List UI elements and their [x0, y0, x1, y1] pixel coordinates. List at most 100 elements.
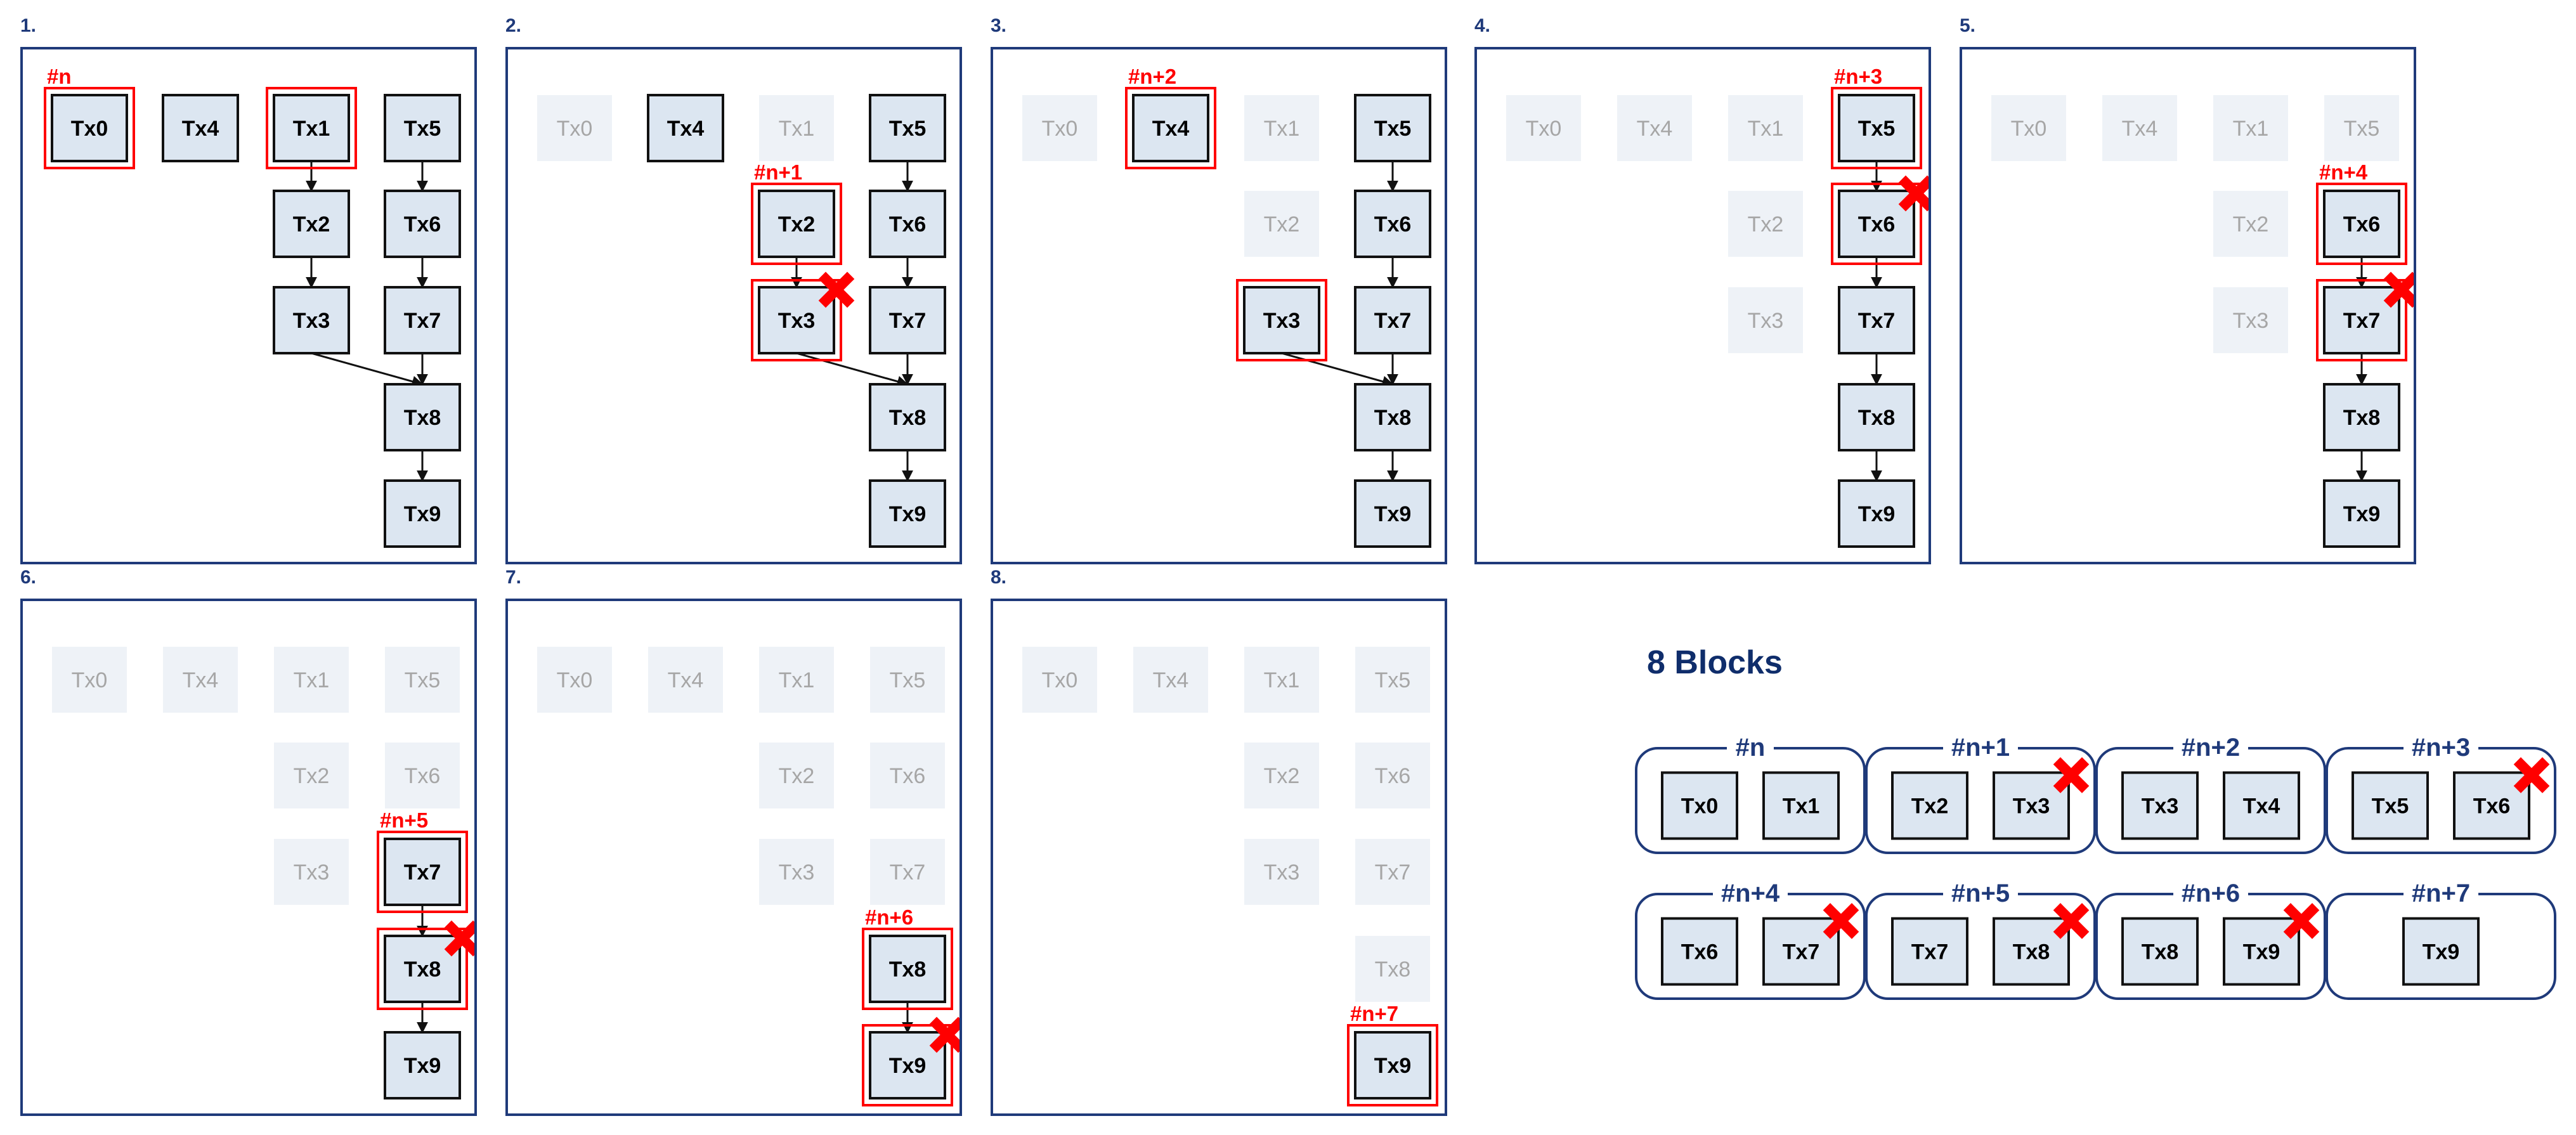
- svg-text:Tx0: Tx0: [72, 668, 108, 692]
- red-x-icon: [929, 1016, 959, 1053]
- block-highlight: [1831, 87, 1922, 169]
- tx-node-faded: Tx7: [1355, 839, 1430, 905]
- svg-text:Tx1: Tx1: [2233, 117, 2269, 141]
- svg-text:Tx7: Tx7: [890, 860, 926, 885]
- tx-node-faded: Tx4: [648, 647, 723, 713]
- svg-text:Tx1: Tx1: [1264, 117, 1300, 141]
- svg-text:Tx6: Tx6: [2473, 794, 2511, 819]
- svg-text:Tx4: Tx4: [668, 668, 704, 692]
- summary-tx-node: Tx7: [1891, 917, 1968, 986]
- dependency-arrow: [311, 352, 424, 387]
- svg-text:Tx6: Tx6: [1858, 212, 1896, 237]
- tx-node: Tx9: [869, 1031, 946, 1099]
- svg-text:Tx1: Tx1: [293, 117, 330, 141]
- tx-node: Tx6: [869, 190, 946, 258]
- summary-tx-node: Tx6: [1661, 917, 1738, 986]
- tx-node: Tx8: [869, 383, 946, 451]
- red-x-icon: [2053, 757, 2090, 793]
- summary-tx-node: Tx8: [2121, 917, 2199, 986]
- tx-node-faded: Tx3: [1244, 839, 1319, 905]
- tx-node: Tx5: [384, 94, 461, 162]
- svg-text:Tx2: Tx2: [1748, 212, 1784, 237]
- tx-node: Tx9: [2323, 479, 2400, 548]
- block-number-label: #n+5: [380, 808, 428, 832]
- tx-node: Tx8: [384, 383, 461, 451]
- svg-text:Tx7: Tx7: [889, 309, 927, 333]
- tx-node: Tx2: [758, 190, 835, 258]
- block-highlight: [1125, 87, 1216, 169]
- svg-text:Tx0: Tx0: [1526, 117, 1562, 141]
- svg-text:Tx0: Tx0: [557, 668, 593, 692]
- svg-text:Tx0: Tx0: [1042, 117, 1078, 141]
- tx-node-faded: Tx0: [52, 647, 127, 713]
- block-highlight: [751, 279, 842, 361]
- step-label: 4.: [1474, 15, 1491, 36]
- svg-text:Tx5: Tx5: [2344, 117, 2380, 141]
- tx-node: Tx4: [162, 94, 239, 162]
- dependency-arrow: [1281, 352, 1394, 387]
- tx-node: Tx9: [869, 479, 946, 548]
- block-number-label: #n+3: [1834, 65, 1882, 88]
- svg-text:Tx7: Tx7: [1783, 940, 1820, 964]
- svg-text:Tx9: Tx9: [889, 502, 927, 526]
- tx-node-faded: Tx0: [1506, 95, 1581, 161]
- svg-text:Tx2: Tx2: [293, 212, 330, 237]
- svg-text:Tx9: Tx9: [2343, 502, 2381, 526]
- svg-text:Tx2: Tx2: [1264, 764, 1300, 788]
- svg-text:Tx5: Tx5: [1374, 117, 1412, 141]
- tx-node: Tx9: [1354, 1031, 1431, 1099]
- svg-text:Tx5: Tx5: [404, 117, 441, 141]
- svg-text:Tx5: Tx5: [2372, 794, 2409, 819]
- tx-node: Tx1: [273, 94, 350, 162]
- summary-tx-node: Tx2: [1891, 771, 1968, 840]
- svg-text:Tx7: Tx7: [1374, 309, 1412, 333]
- tx-node: Tx9: [384, 479, 461, 548]
- svg-text:Tx4: Tx4: [1152, 117, 1190, 141]
- tx-node-faded: Tx2: [274, 743, 349, 808]
- svg-text:Tx3: Tx3: [778, 309, 816, 333]
- svg-text:Tx7: Tx7: [1858, 309, 1896, 333]
- summary-block-label: #n+4: [1721, 879, 1780, 907]
- svg-text:Tx9: Tx9: [1374, 1054, 1412, 1078]
- summary-tx-node: Tx9: [2402, 917, 2480, 986]
- summary-tx-node: Tx7: [1762, 917, 1840, 986]
- svg-text:Tx2: Tx2: [2233, 212, 2269, 237]
- step-label: 7.: [505, 567, 522, 588]
- tx-node: Tx5: [1838, 94, 1915, 162]
- tx-node: Tx3: [1243, 286, 1320, 354]
- tx-node-faded: Tx0: [1991, 95, 2066, 161]
- step-label: 3.: [991, 15, 1007, 36]
- step-label: 2.: [505, 15, 522, 36]
- svg-text:Tx4: Tx4: [667, 117, 705, 141]
- tx-node-faded: Tx1: [2213, 95, 2288, 161]
- tx-node-faded: Tx5: [385, 647, 460, 713]
- svg-text:Tx6: Tx6: [1374, 212, 1412, 237]
- tx-node-faded: Tx2: [2213, 191, 2288, 257]
- tx-node: Tx9: [384, 1031, 461, 1099]
- tx-node: Tx4: [647, 94, 724, 162]
- svg-text:Tx6: Tx6: [1375, 764, 1411, 788]
- step-label: 8.: [991, 567, 1007, 588]
- svg-text:Tx6: Tx6: [405, 764, 441, 788]
- step-label: 5.: [1960, 15, 1976, 36]
- svg-text:Tx9: Tx9: [2243, 940, 2280, 964]
- svg-text:Tx8: Tx8: [2013, 940, 2050, 964]
- summary-title: 8 Blocks: [1647, 644, 1783, 681]
- svg-text:Tx6: Tx6: [2343, 212, 2381, 237]
- svg-text:Tx3: Tx3: [2233, 309, 2269, 333]
- svg-text:Tx3: Tx3: [779, 860, 815, 885]
- svg-text:Tx3: Tx3: [2013, 794, 2050, 819]
- tx-node: Tx6: [2323, 190, 2400, 258]
- tx-node: Tx0: [51, 94, 128, 162]
- svg-text:Tx8: Tx8: [1375, 957, 1411, 982]
- svg-text:Tx9: Tx9: [2423, 940, 2460, 964]
- tx-node: Tx6: [1354, 190, 1431, 258]
- svg-text:Tx0: Tx0: [1681, 794, 1719, 819]
